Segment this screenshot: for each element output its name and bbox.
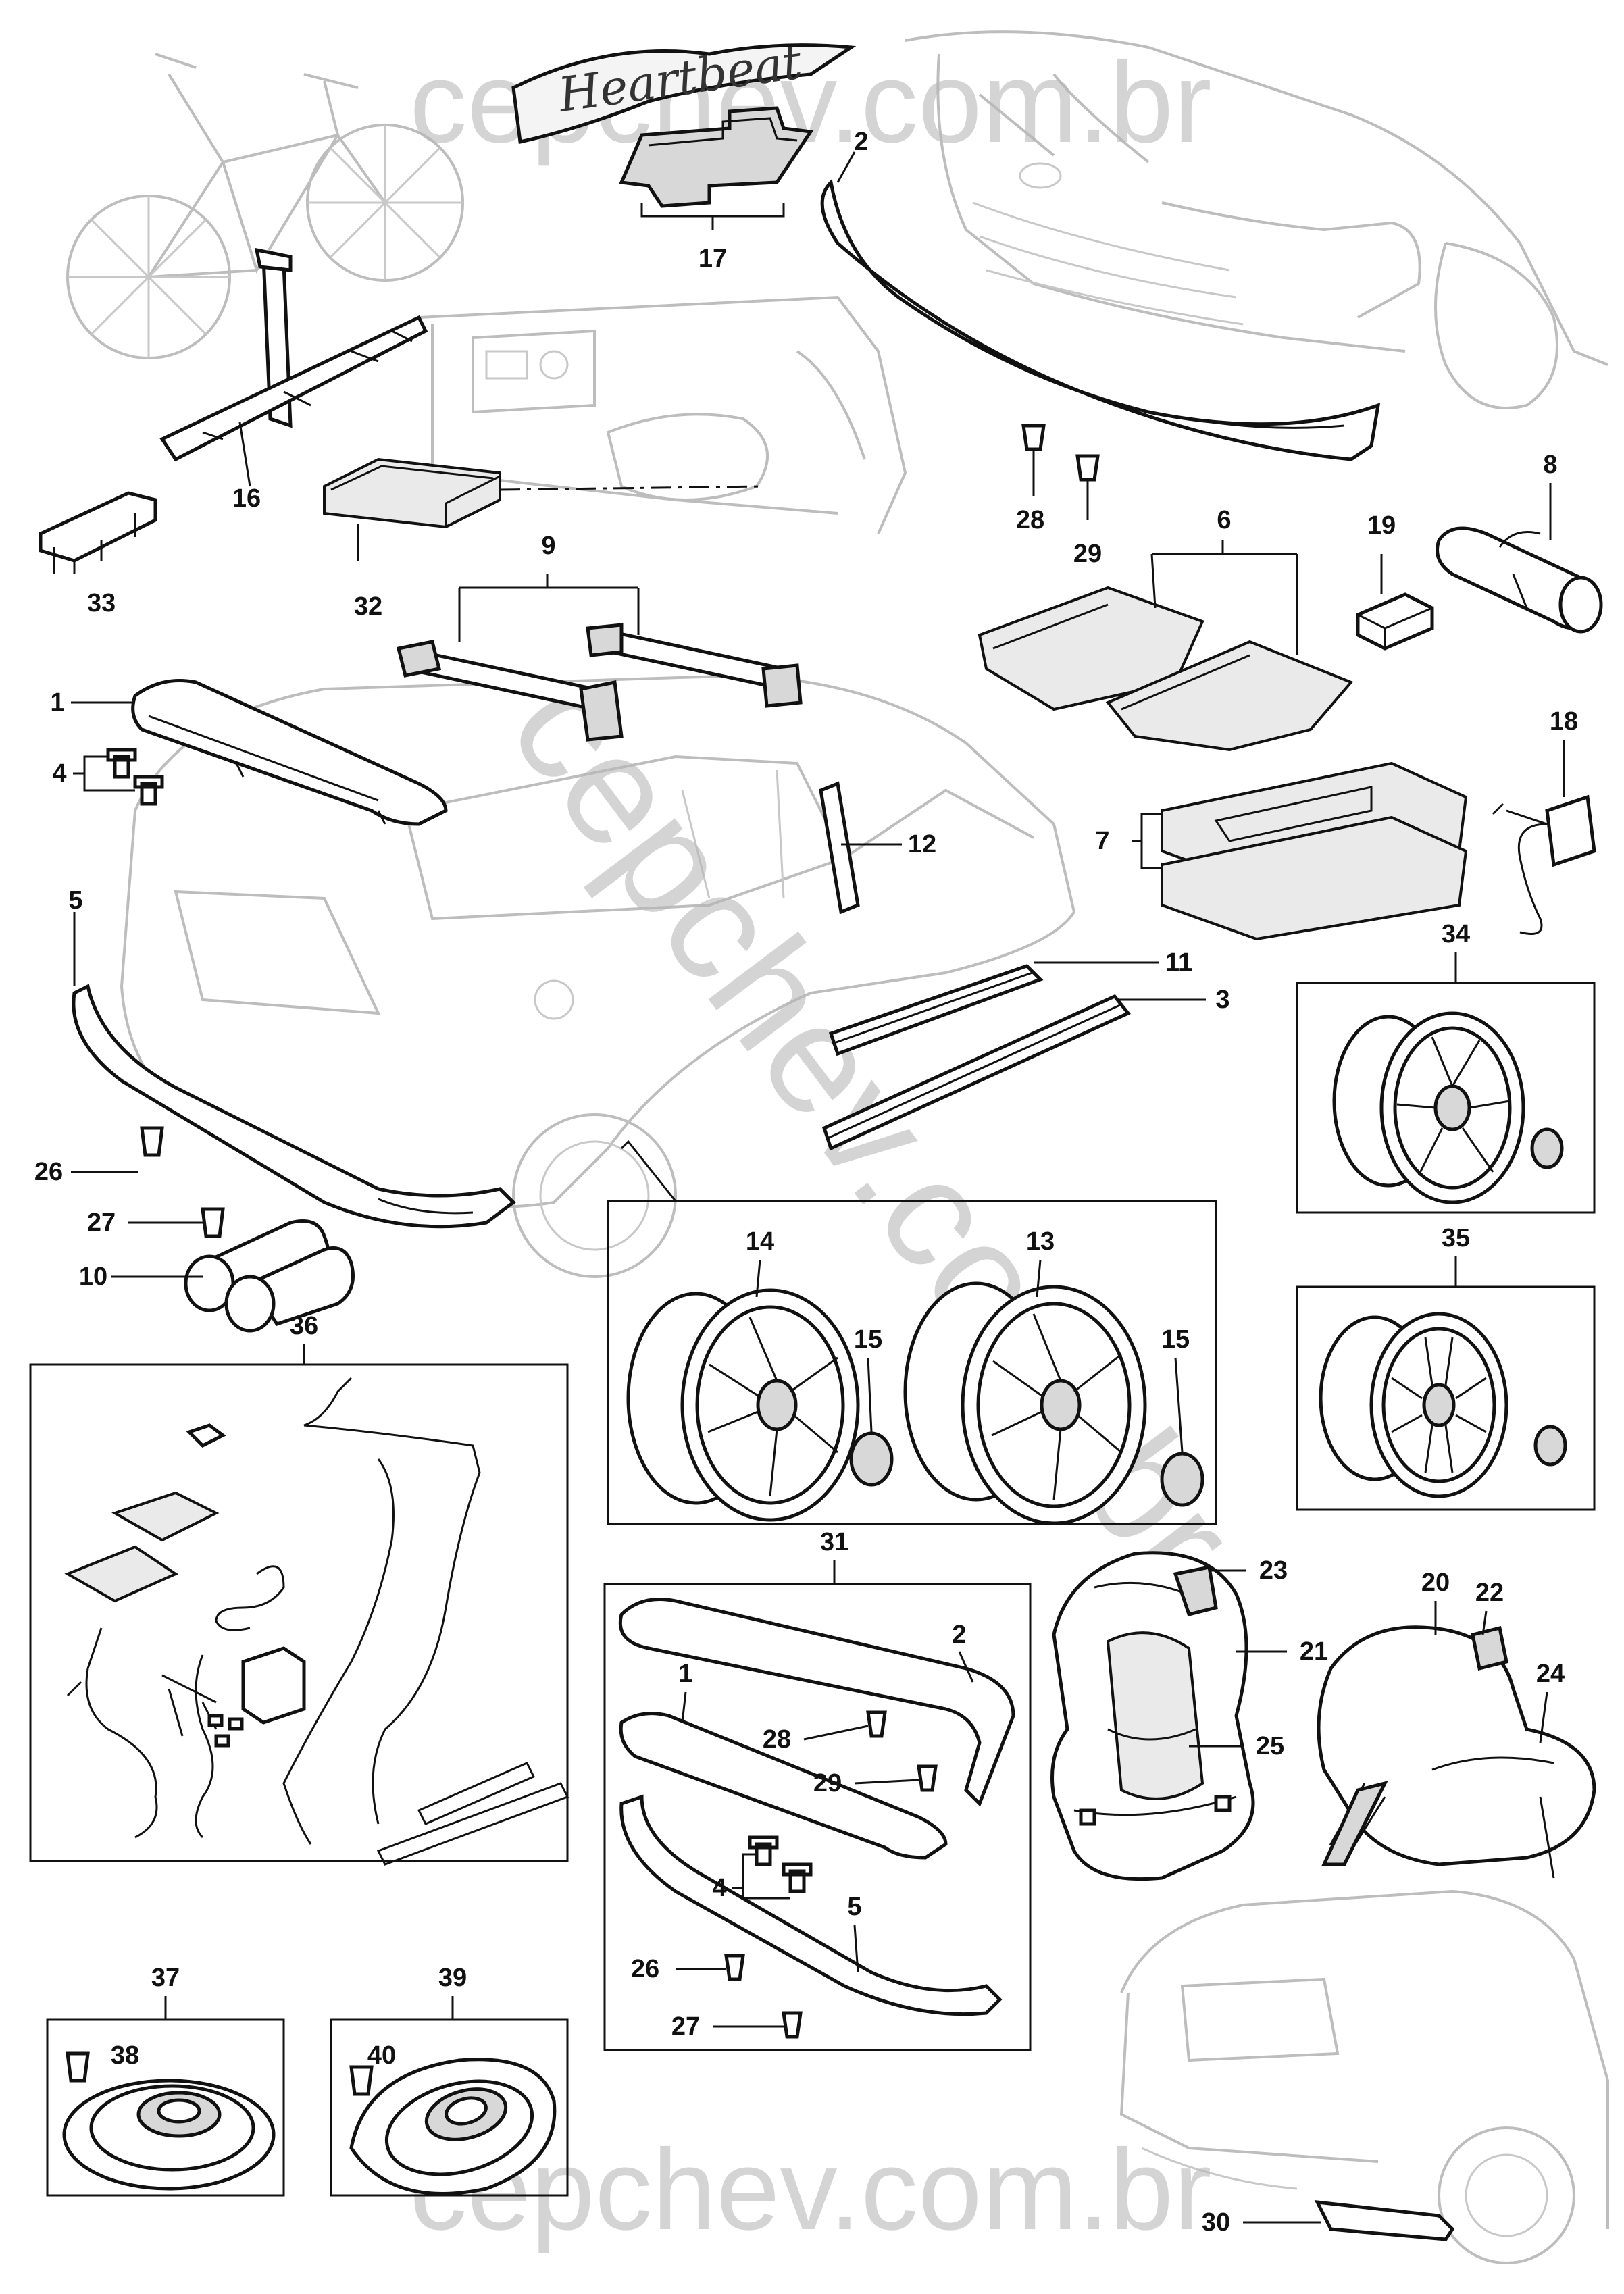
callout-24: 24 <box>1536 1660 1565 1688</box>
callout-15-right: 15 <box>1161 1325 1190 1354</box>
child-seat-21 <box>1050 1551 1255 1881</box>
callout-32: 32 <box>354 592 382 621</box>
alloy-wheel-13 <box>903 1281 1204 1525</box>
alloy-wheel-35 <box>1319 1312 1567 1498</box>
callout-17: 17 <box>699 245 727 273</box>
trunk-mats-7 <box>1161 761 1468 941</box>
ghost-bicycle <box>66 53 464 359</box>
screws-4 <box>106 748 164 806</box>
side-molding-11 <box>828 964 1044 1056</box>
callout-37: 37 <box>151 1964 180 1992</box>
callout-26: 26 <box>34 1158 63 1186</box>
callout-1: 1 <box>50 688 64 717</box>
exhaust-tips-10 <box>184 1219 355 1333</box>
callout-10: 10 <box>79 1263 107 1291</box>
callout-18: 18 <box>1550 707 1578 736</box>
part-19 <box>1356 592 1434 651</box>
callout-34: 34 <box>1442 920 1470 948</box>
spoiler-kit-31 <box>618 1598 1015 2039</box>
callout-28: 28 <box>1016 506 1044 534</box>
callout-13: 13 <box>1026 1227 1055 1256</box>
ghost-car-front <box>905 30 1608 409</box>
callout-25: 25 <box>1256 1732 1284 1760</box>
speaker-39 <box>349 2058 557 2195</box>
wheel-box-13-14 <box>607 1200 1217 1525</box>
callout-27: 27 <box>87 1208 116 1237</box>
callout-19: 19 <box>1367 511 1396 540</box>
callout-kit-29: 29 <box>813 1769 842 1798</box>
trim-strip-12 <box>819 781 860 915</box>
side-skirt-3 <box>821 994 1131 1151</box>
callout-35: 35 <box>1442 1224 1470 1252</box>
callout-kit-27: 27 <box>671 2012 700 2041</box>
callout-kit-1: 1 <box>678 1660 692 1688</box>
callouts: 17 16 33 32 9 1 4 5 26 27 10 2 28 29 6 1… <box>34 128 1578 2237</box>
callout-6: 6 <box>1217 506 1231 534</box>
front-spoiler-2 <box>820 178 1381 461</box>
kit-32 <box>323 457 764 529</box>
fasteners-28-29 <box>1021 424 1100 482</box>
callout-kit-4: 4 <box>712 1874 726 1902</box>
leader-lines <box>71 151 1565 2224</box>
callout-30: 30 <box>1202 2208 1230 2237</box>
callout-5: 5 <box>68 886 82 915</box>
callout-kit-28: 28 <box>763 1725 791 1754</box>
callout-33: 33 <box>87 589 116 617</box>
callout-31: 31 <box>820 1528 848 1556</box>
callout-7: 7 <box>1095 827 1109 855</box>
alarm-kit-box-36 <box>29 1363 569 1862</box>
callout-38: 38 <box>111 2041 139 2070</box>
bike-carrier-16 <box>159 247 428 462</box>
callout-3: 3 <box>1215 986 1229 1014</box>
callout-9: 9 <box>541 532 555 560</box>
callout-8: 8 <box>1543 451 1557 479</box>
bracket-33 <box>39 491 157 574</box>
callout-kit-26: 26 <box>631 1955 659 1983</box>
alloy-wheel-14 <box>626 1288 894 1522</box>
callout-23: 23 <box>1259 1556 1288 1585</box>
wheel-box-34 <box>1296 982 1596 1214</box>
callout-20: 20 <box>1421 1569 1450 1597</box>
car-cover-8 <box>1436 526 1603 634</box>
callout-21: 21 <box>1300 1637 1328 1666</box>
floor-mats-6 <box>978 586 1354 752</box>
wheel-box-35 <box>1296 1285 1596 1511</box>
callout-39: 39 <box>438 1964 467 1992</box>
callout-29: 29 <box>1073 540 1102 568</box>
roof-rack-9 <box>396 623 803 742</box>
rear-spoiler-1 <box>131 679 448 826</box>
callout-16: 16 <box>232 484 261 513</box>
alarm-kit-36 <box>64 1377 569 1866</box>
callout-22: 22 <box>1475 1579 1504 1607</box>
rear-skirt-5 <box>72 984 516 1229</box>
callout-36: 36 <box>290 1312 318 1340</box>
speaker-box-39 <box>330 2018 569 2197</box>
callout-12: 12 <box>908 830 936 859</box>
child-seat-20 <box>1317 1625 1596 1879</box>
speaker-37 <box>62 2051 276 2191</box>
spoiler-kit-box-31 <box>603 1583 1032 2051</box>
callout-4: 4 <box>52 759 66 788</box>
ghost-car-rear-small <box>1119 1889 1609 2264</box>
callout-kit-2: 2 <box>952 1621 966 1649</box>
callout-kit-5: 5 <box>847 1893 861 1921</box>
charger-18 <box>1492 794 1596 935</box>
callout-40: 40 <box>367 2041 396 2070</box>
callout-15-left: 15 <box>854 1325 882 1354</box>
alloy-wheel-34 <box>1332 1011 1564 1204</box>
fasteners-26-27 <box>140 1126 225 1238</box>
callout-14: 14 <box>746 1227 774 1256</box>
callout-2: 2 <box>854 128 868 156</box>
callout-11: 11 <box>1165 948 1192 977</box>
mud-flap-30 <box>1314 2200 1455 2241</box>
ghost-car-interior <box>418 295 907 534</box>
